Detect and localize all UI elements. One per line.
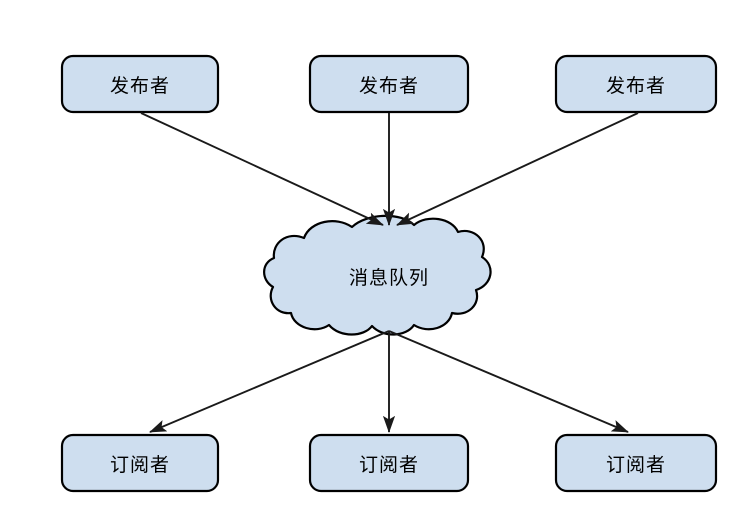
subscriber-box-2[interactable] bbox=[308, 433, 470, 493]
arrow-publisher-1-to-queue bbox=[140, 112, 384, 226]
arrow-queue-to-subscriber-1 bbox=[149, 330, 390, 433]
cloud-shape bbox=[263, 214, 492, 336]
arrow-publisher-3-to-queue bbox=[396, 112, 639, 226]
outbound-arrows bbox=[149, 330, 629, 433]
arrow-queue-to-subscriber-3 bbox=[388, 330, 629, 433]
message-queue-cloud[interactable] bbox=[263, 214, 492, 336]
publisher-box-2[interactable] bbox=[308, 54, 470, 114]
publisher-box-3[interactable] bbox=[554, 54, 718, 114]
publisher-box-1[interactable] bbox=[60, 54, 220, 114]
publisher-node-group bbox=[60, 54, 718, 114]
subscriber-box-3[interactable] bbox=[554, 433, 718, 493]
subscriber-box-1[interactable] bbox=[60, 433, 220, 493]
subscriber-node-group bbox=[60, 433, 718, 493]
inbound-arrows bbox=[140, 112, 639, 226]
